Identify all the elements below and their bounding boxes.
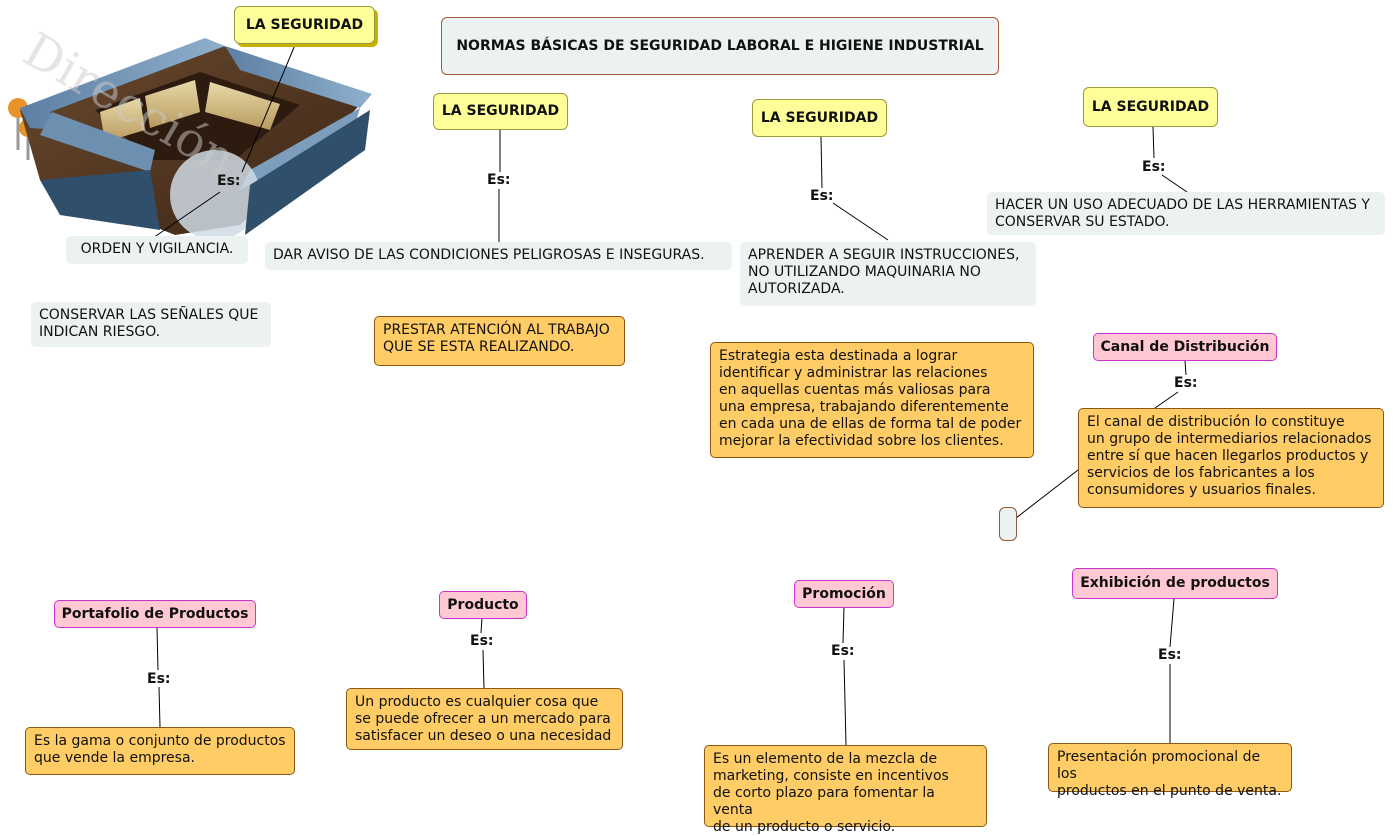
concept-promocion[interactable]: Promoción	[794, 580, 894, 608]
description-canal[interactable]: El canal de distribución lo constituye u…	[1078, 408, 1384, 508]
connector-line	[156, 627, 159, 671]
connector-line	[241, 44, 296, 173]
concept-seguridad[interactable]: LA SEGURIDAD	[752, 99, 887, 137]
connector-line	[1169, 598, 1175, 648]
description-aprender[interactable]: APRENDER A SEGUIR INSTRUCCIONES, NO UTIL…	[740, 242, 1036, 306]
link-label: Es:	[487, 172, 511, 188]
link-label: Es:	[147, 671, 171, 687]
description-dar-aviso[interactable]: DAR AVISO DE LAS CONDICIONES PELIGROSAS …	[265, 242, 732, 270]
connector-line	[1152, 126, 1155, 159]
link-label: Es:	[1142, 159, 1166, 175]
connector-line	[149, 191, 221, 241]
connector-line	[480, 617, 483, 634]
link-label: Es:	[1158, 647, 1182, 663]
link-label: Es:	[810, 188, 834, 204]
link-label: Es:	[831, 643, 855, 659]
description-herramientas[interactable]: HACER UN USO ADECUADO DE LAS HERRAMIENTA…	[987, 192, 1385, 235]
connector-line	[158, 686, 161, 728]
reception-counter-image: Dirección	[8, 22, 372, 240]
concept-seguridad[interactable]: LA SEGURIDAD	[433, 93, 568, 130]
concept-seguridad[interactable]: LA SEGURIDAD	[234, 6, 375, 44]
description-promocion[interactable]: Es un elemento de la mezcla de marketing…	[704, 745, 987, 835]
connector-line	[1161, 174, 1188, 193]
description-producto[interactable]: Un producto es cualquier cosa que se pue…	[346, 688, 623, 750]
description-senales[interactable]: CONSERVAR LAS SEÑALES QUE INDICAN RIESGO…	[31, 302, 271, 347]
connector-line	[842, 606, 845, 644]
connector-line	[1154, 391, 1179, 409]
concept-exhibicion[interactable]: Exhibición de productos	[1072, 568, 1278, 599]
concept-seguridad[interactable]: LA SEGURIDAD	[1083, 87, 1218, 127]
concept-portafolio[interactable]: Portafolio de Productos	[54, 600, 256, 628]
connector-line	[832, 202, 889, 241]
connector-line	[1184, 360, 1187, 376]
description-exhibicion[interactable]: Presentación promocional de los producto…	[1048, 743, 1292, 799]
description-estrategia[interactable]: Estrategia esta destinada a lograr ident…	[710, 342, 1034, 458]
link-label: Es:	[217, 173, 241, 189]
connector-line	[820, 136, 823, 189]
page-title: NORMAS BÁSICAS DE SEGURIDAD LABORAL E HI…	[441, 17, 999, 75]
link-label: Es:	[470, 633, 494, 649]
link-label: Es:	[1174, 375, 1198, 391]
description-portafolio[interactable]: Es la gama o conjunto de productos que v…	[25, 727, 295, 775]
connector-line	[482, 649, 485, 689]
connector-line	[1015, 469, 1079, 519]
concept-canal-distribucion[interactable]: Canal de Distribución	[1093, 333, 1277, 361]
empty-node[interactable]	[999, 507, 1017, 541]
description-atencion[interactable]: PRESTAR ATENCIÓN AL TRABAJO QUE SE ESTA …	[374, 316, 625, 366]
connector-line	[843, 659, 847, 746]
concept-producto[interactable]: Producto	[439, 591, 527, 619]
description-orden[interactable]: ORDEN Y VIGILANCIA.	[66, 236, 248, 264]
